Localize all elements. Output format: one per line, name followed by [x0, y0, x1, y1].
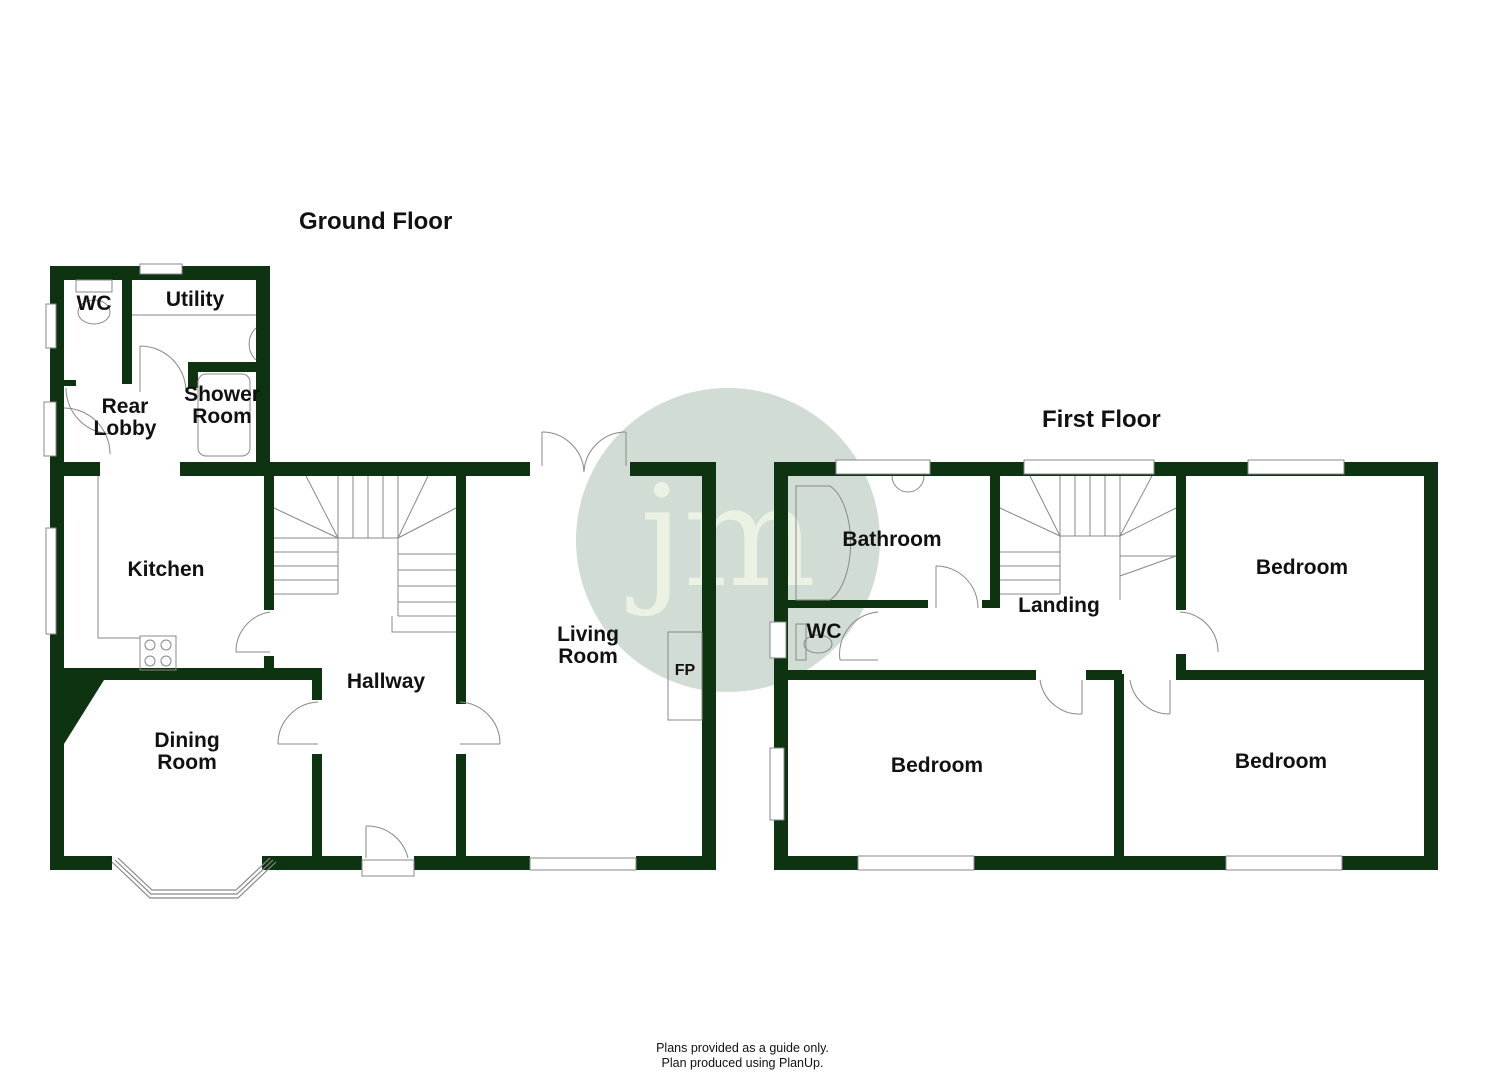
toilet-icon — [75, 279, 113, 293]
door-swings — [63, 345, 627, 859]
fireplace-label: FP — [674, 662, 696, 679]
room-label-landing: Landing — [1018, 594, 1100, 617]
window-icon — [1023, 459, 1155, 475]
first-floor-title: First Floor — [1042, 406, 1161, 433]
room-label-line: Living — [557, 623, 619, 646]
staircase-icon — [999, 475, 1177, 600]
room-label-line: Shower — [184, 383, 260, 406]
room-label-dining-room: Dining Room — [154, 730, 219, 774]
room-label-bedroom-rear-right: Bedroom — [1255, 556, 1349, 579]
window-icon — [769, 747, 785, 821]
window-icon — [769, 621, 787, 659]
room-label-wc-ground: WC — [76, 292, 112, 315]
room-label-line: Room — [558, 645, 618, 668]
toilet-icon — [803, 634, 833, 654]
disclaimer-line-2: Plan produced using PlanUp. — [661, 1056, 824, 1070]
fixtures-ground — [75, 279, 703, 721]
room-label-bedroom-front-left: Bedroom — [890, 754, 984, 777]
window-icon — [139, 263, 183, 275]
ground-floor-openings — [43, 263, 637, 877]
window-icon — [1225, 855, 1343, 871]
door-icon — [43, 401, 57, 457]
ground-floor-plan — [50, 266, 716, 870]
room-label-line: Lobby — [93, 417, 157, 440]
jm-logo-watermark-icon: jm — [576, 388, 880, 692]
room-label-shower-room: Shower Room — [184, 384, 260, 428]
shower-tray-icon — [197, 373, 251, 457]
hob-icon — [139, 635, 177, 671]
bay-window-icon — [111, 857, 277, 899]
disclaimer-line-1: Plans provided as a guide only. — [656, 1041, 829, 1055]
room-label-bathroom: Bathroom — [842, 528, 942, 551]
window-icon — [529, 857, 637, 871]
room-label-line: Room — [157, 751, 217, 774]
room-label-line: Dining — [154, 729, 220, 752]
room-label-line: Rear — [101, 395, 149, 418]
window-icon — [45, 527, 57, 635]
bath-icon — [795, 485, 852, 601]
ground-floor-title: Ground Floor — [299, 208, 453, 235]
room-label-hallway: Hallway — [346, 670, 426, 693]
window-icon — [857, 855, 975, 871]
room-label-utility: Utility — [165, 288, 225, 311]
room-label-kitchen: Kitchen — [127, 558, 205, 581]
front-door-icon — [361, 859, 415, 877]
window-icon — [45, 303, 57, 349]
room-label-rear-lobby: Rear Lobby — [94, 396, 157, 440]
fireplace-icon — [667, 631, 703, 721]
staircase-icon — [273, 475, 457, 633]
first-floor-fixtures — [795, 475, 925, 661]
room-label-wc-first: WC — [806, 620, 842, 643]
room-label-bedroom-front-right: Bedroom — [1234, 750, 1328, 773]
room-label-line: Room — [192, 405, 252, 428]
window-icon — [835, 459, 931, 475]
basin-icon — [891, 475, 925, 493]
disclaimer-footer: Plans provided as a guide only. Plan pro… — [0, 1041, 1485, 1071]
room-label-living-room: Living Room — [557, 624, 619, 668]
first-floor-openings — [769, 459, 1345, 871]
sink-icon — [248, 327, 257, 361]
window-icon — [1247, 459, 1345, 475]
first-floor-door-swings — [839, 565, 1219, 715]
